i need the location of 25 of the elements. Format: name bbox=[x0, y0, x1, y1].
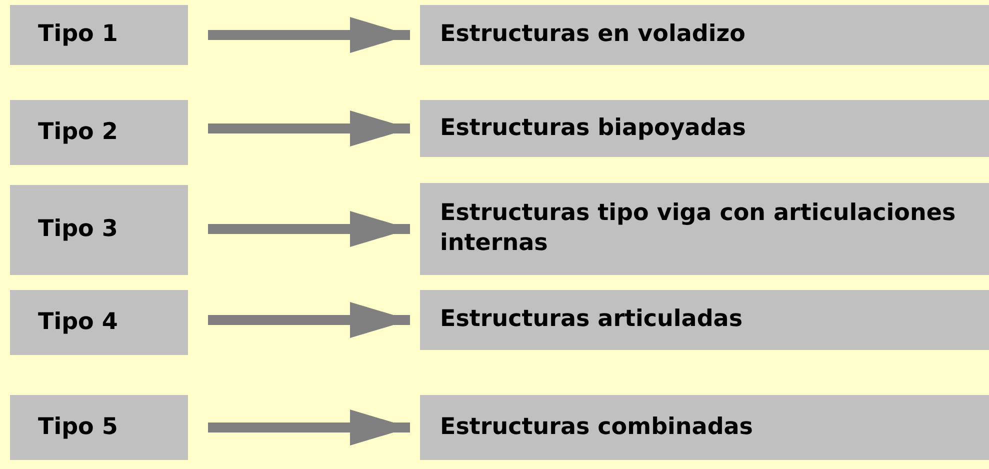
box-label: Tipo 3 bbox=[38, 215, 118, 244]
type-box bbox=[10, 100, 188, 165]
structure-type-box bbox=[420, 395, 989, 460]
type-box bbox=[10, 395, 188, 460]
box-label: Estructuras tipo viga con articulaciones internas bbox=[440, 199, 957, 258]
type-box bbox=[10, 5, 188, 65]
type-box bbox=[10, 185, 188, 275]
box-label: Estructuras en voladizo bbox=[440, 20, 746, 50]
box-label: Estructuras combinadas bbox=[440, 412, 753, 442]
arrow bbox=[208, 302, 410, 338]
box-label: Tipo 4 bbox=[38, 308, 118, 337]
box-label: Tipo 1 bbox=[38, 20, 118, 50]
box-label: Estructuras articuladas bbox=[440, 305, 743, 334]
arrow bbox=[208, 110, 410, 146]
arrow bbox=[208, 17, 410, 53]
arrow bbox=[208, 211, 410, 247]
structure-type-box bbox=[420, 290, 989, 350]
box-label: Tipo 5 bbox=[38, 412, 118, 442]
type-box bbox=[10, 290, 188, 355]
structure-type-box bbox=[420, 5, 989, 65]
box-label: Tipo 2 bbox=[38, 118, 118, 147]
box-label: Estructuras biapoyadas bbox=[440, 114, 746, 143]
structure-type-box bbox=[420, 100, 989, 157]
arrow bbox=[208, 410, 410, 446]
structure-type-box bbox=[420, 183, 989, 275]
